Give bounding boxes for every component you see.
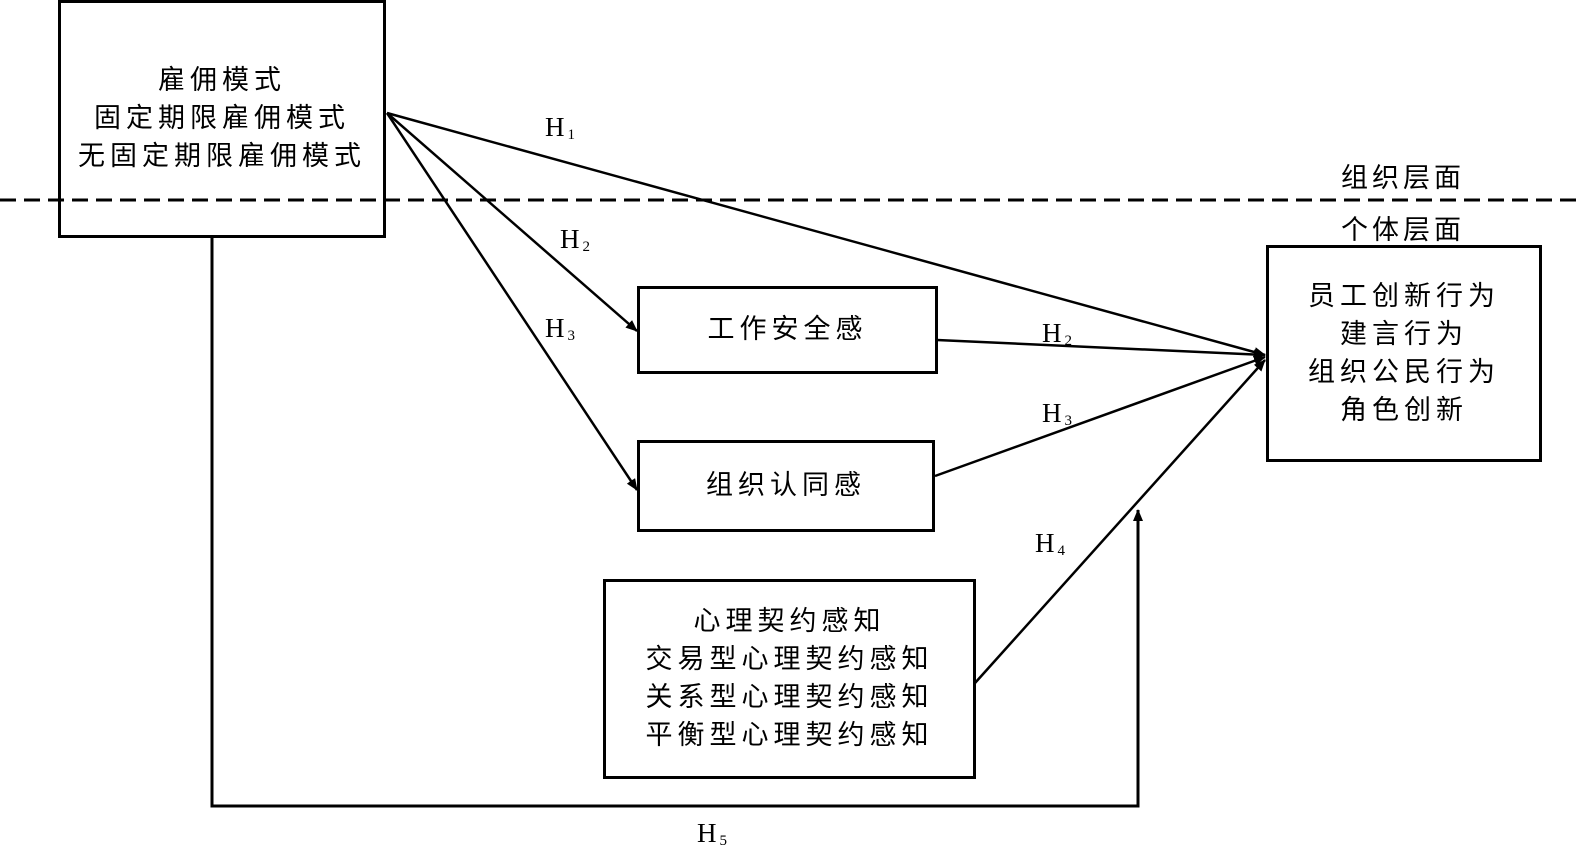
employment-mode-fixed-term: 固定期限雇佣模式 bbox=[94, 103, 350, 134]
employment-mode-open-ended: 无固定期限雇佣模式 bbox=[78, 141, 366, 172]
psych-contract-box: 心理契约感知 交易型心理契约感知 关系型心理契约感知 平衡型心理契约感知 bbox=[603, 579, 976, 779]
individual-level-label: 个体层面 bbox=[1341, 215, 1465, 246]
arrow-h2-security-to-outcome bbox=[936, 338, 1266, 360]
arrow-h1 bbox=[386, 111, 1266, 357]
arrow-h4-contract-to-outcome bbox=[974, 359, 1266, 684]
outcome-voice: 建言行为 bbox=[1340, 318, 1468, 350]
employment-mode-title: 雇佣模式 bbox=[158, 65, 286, 96]
psych-contract-relational: 关系型心理契约感知 bbox=[645, 682, 934, 713]
psych-contract-title: 心理契约感知 bbox=[693, 606, 886, 637]
job-security-label: 工作安全感 bbox=[707, 314, 868, 345]
job-security-box: 工作安全感 bbox=[637, 286, 938, 374]
psych-contract-transactional: 交易型心理契约感知 bbox=[645, 644, 934, 675]
psych-contract-balanced: 平衡型心理契约感知 bbox=[645, 720, 934, 751]
arrow-h2-mode-to-security bbox=[386, 112, 638, 332]
organization-level-label: 组织层面 bbox=[1341, 163, 1465, 194]
outcome-innovation: 员工创新行为 bbox=[1308, 280, 1500, 312]
org-identification-box: 组织认同感 bbox=[637, 440, 935, 532]
outcome-ocb: 组织公民行为 bbox=[1308, 356, 1500, 388]
org-identification-label: 组织认同感 bbox=[706, 470, 866, 501]
employment-mode-box: 雇佣模式 固定期限雇佣模式 无固定期限雇佣模式 bbox=[58, 0, 386, 238]
arrow-h3-mode-to-identification bbox=[385, 112, 639, 491]
outcomes-box: 员工创新行为 建言行为 组织公民行为 角色创新 bbox=[1266, 245, 1542, 462]
outcome-role-innovation: 角色创新 bbox=[1340, 394, 1468, 426]
arrow-h3-identification-to-outcome bbox=[934, 355, 1266, 478]
arrow-h5-moderation bbox=[210, 237, 1143, 808]
